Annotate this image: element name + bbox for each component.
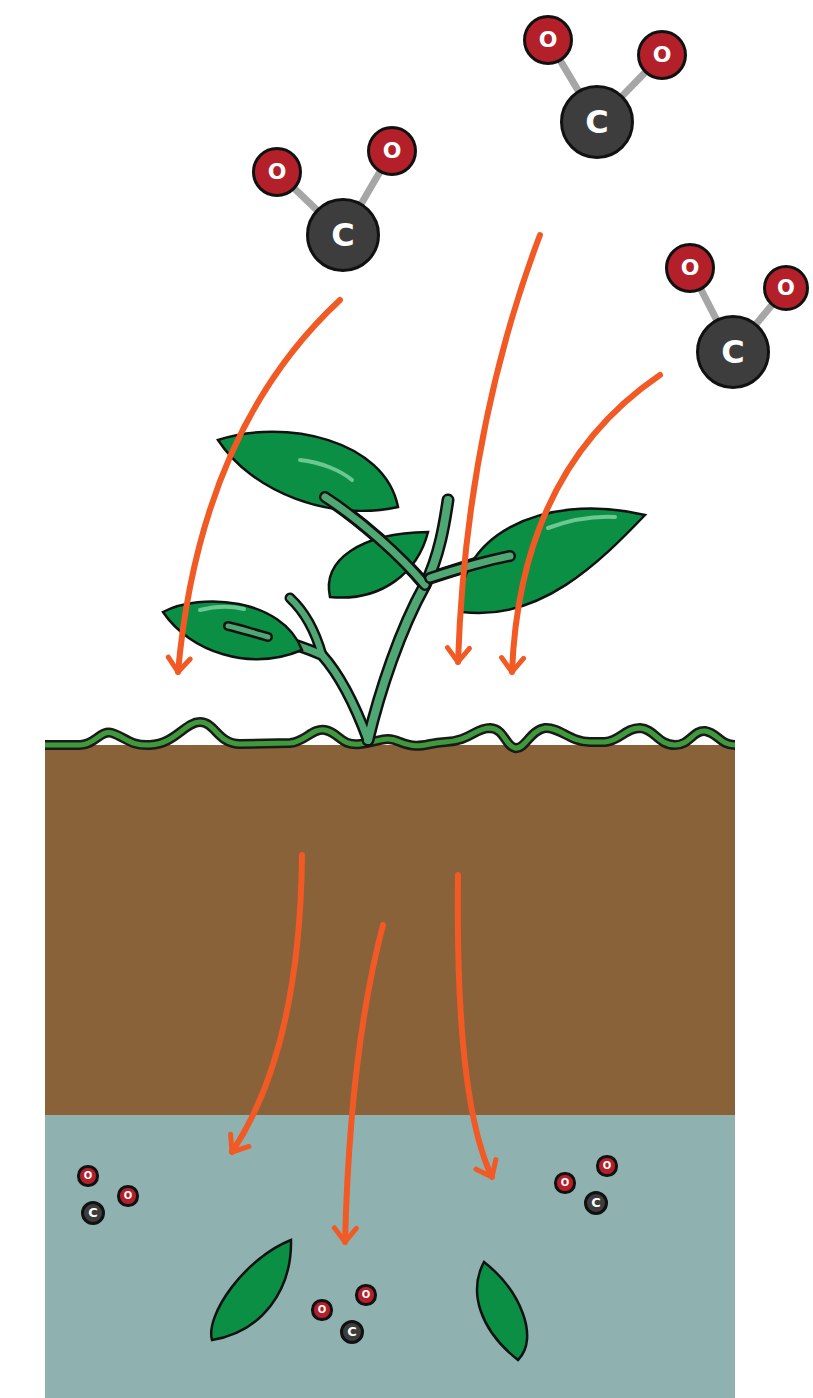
leaf-highlight bbox=[200, 607, 244, 610]
leaf bbox=[218, 432, 398, 511]
buried-leaf bbox=[211, 1240, 291, 1340]
chemical-bond bbox=[560, 61, 578, 91]
oxygen-atom: O bbox=[523, 15, 573, 65]
deep-soil-layer bbox=[45, 1115, 735, 1398]
stem-outline bbox=[228, 626, 268, 637]
flow-arrow bbox=[345, 925, 383, 1242]
carbon-atom: C bbox=[696, 315, 770, 389]
chemical-bond bbox=[361, 172, 380, 204]
carbon-atom: C bbox=[340, 1320, 364, 1344]
grass-outline bbox=[45, 722, 735, 748]
carbon-flow-arrows bbox=[178, 235, 660, 1242]
atom-symbol: C bbox=[347, 1325, 357, 1338]
flow-arrow bbox=[232, 855, 302, 1152]
carbon-atom: C bbox=[560, 85, 634, 159]
atom-symbol: O bbox=[653, 44, 672, 66]
stem-outline bbox=[430, 556, 510, 578]
oxygen-atom: O bbox=[763, 265, 809, 311]
atom-symbol: O bbox=[318, 1305, 327, 1315]
chemical-bond bbox=[701, 289, 717, 320]
oxygen-atom: O bbox=[77, 1165, 98, 1186]
oxygen-atom: O bbox=[554, 1172, 575, 1193]
atom-symbol: C bbox=[721, 336, 744, 368]
oxygen-atom: O bbox=[367, 126, 417, 176]
stem-outline bbox=[325, 497, 425, 585]
flow-arrow bbox=[458, 235, 540, 662]
atom-symbol: O bbox=[84, 1171, 93, 1181]
oxygen-atom: O bbox=[117, 1185, 138, 1206]
atom-symbol: O bbox=[539, 29, 558, 51]
carbon-atom: C bbox=[584, 1191, 608, 1215]
chemical-bond bbox=[622, 72, 645, 96]
grass-line bbox=[45, 722, 735, 748]
leaf-highlight bbox=[300, 460, 352, 480]
oxygen-atom: O bbox=[637, 30, 687, 80]
stem bbox=[325, 497, 425, 585]
atom-symbol: O bbox=[777, 278, 795, 299]
leaf-highlights bbox=[200, 460, 615, 610]
carbon-atom: C bbox=[306, 198, 380, 272]
oxygen-atom: O bbox=[311, 1299, 332, 1320]
oxygen-atom: O bbox=[665, 243, 715, 293]
oxygen-atom: O bbox=[252, 147, 302, 197]
atom-symbol: C bbox=[591, 1196, 601, 1209]
atom-symbol: O bbox=[268, 161, 287, 183]
buried-leaf bbox=[477, 1262, 527, 1360]
soil-layer bbox=[45, 745, 735, 1117]
atom-symbol: O bbox=[362, 1290, 371, 1300]
atom-symbol: O bbox=[124, 1191, 133, 1201]
chemical-bond bbox=[294, 189, 317, 211]
stem bbox=[430, 556, 510, 578]
atom-symbol: O bbox=[681, 257, 700, 279]
leaf-highlight bbox=[548, 517, 615, 528]
flow-arrow bbox=[458, 875, 492, 1177]
flow-arrow bbox=[512, 375, 660, 672]
atom-symbol: O bbox=[383, 140, 402, 162]
atom-symbol: C bbox=[585, 106, 608, 138]
plant-stems bbox=[265, 497, 500, 740]
carbon-atom: C bbox=[81, 1201, 105, 1225]
oxygen-atom: O bbox=[596, 1155, 617, 1176]
stem bbox=[228, 626, 268, 637]
flow-arrow bbox=[178, 300, 340, 672]
atom-symbol: O bbox=[603, 1161, 612, 1171]
atom-symbol: O bbox=[561, 1178, 570, 1188]
oxygen-atom: O bbox=[355, 1284, 376, 1305]
chemical-bond bbox=[756, 305, 772, 324]
atom-symbol: C bbox=[331, 219, 354, 251]
atom-symbol: C bbox=[88, 1206, 98, 1219]
